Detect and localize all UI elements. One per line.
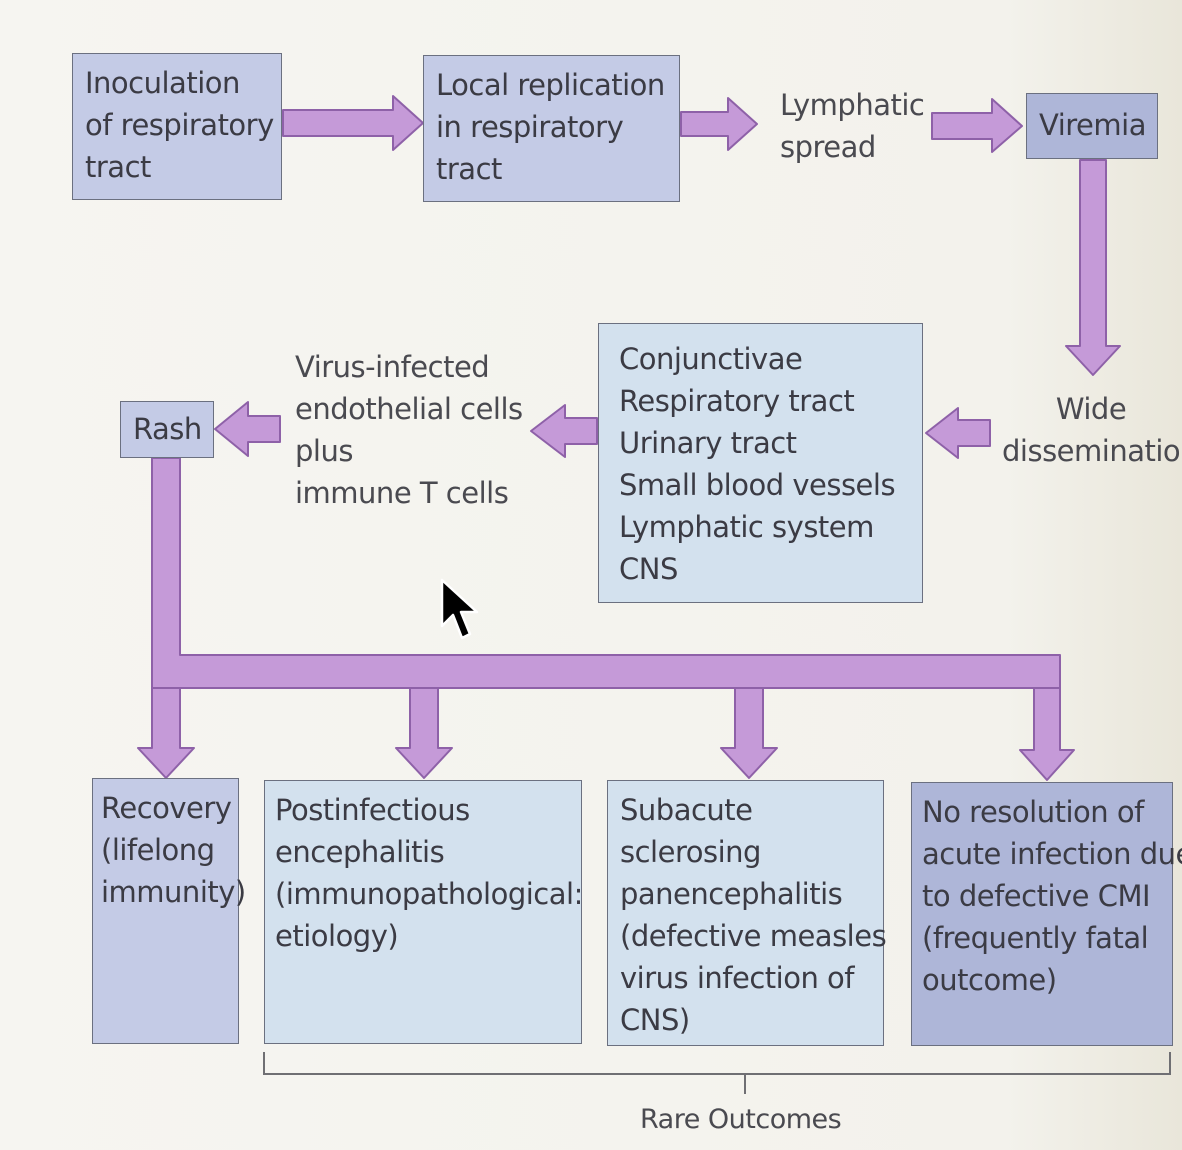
arrow-dissemination-to-sites [925,407,991,459]
box-line: Recovery [101,791,232,825]
label-line: Wide [1055,392,1127,426]
box-line: CNS) [620,1003,690,1037]
box-line: tract [85,150,151,184]
box-line: Postinfectious [275,793,470,827]
box-line: (defective measles [620,919,887,953]
box-line: immunity) [101,875,246,909]
box-line: Small blood vessels [619,468,896,502]
box-line: tract [436,152,502,186]
box-line: Urinary tract [619,426,797,460]
box-line: No resolution of [922,795,1144,829]
box-rash: Rash [120,401,214,458]
box-local-replication: Local replication in respiratory tract [423,55,680,202]
arrow-inoculation-to-replication [282,95,424,151]
box-line: virus infection of [620,961,855,995]
box-line: panencephalitis [620,877,843,911]
arrow-endothelial-to-rash [214,401,281,457]
box-line: etiology) [275,919,399,953]
box-postinfectious-encephalitis: Postinfectious encephalitis (immunopatho… [264,780,583,1044]
box-no-resolution: No resolution of acute infection due to … [911,782,1182,1046]
mouse-pointer-icon [440,578,479,640]
label-line: endothelial cells [295,392,523,426]
arrow-sites-to-endothelial [530,404,598,458]
arrow-replication-to-lymphatic [680,97,758,151]
label-lymphatic-spread: Lymphatic spread [780,84,925,168]
box-line: acute infection due [922,837,1182,871]
rare-outcomes-bracket [263,1052,1171,1075]
box-sites: Conjunctivae Respiratory tract Urinary t… [598,323,923,603]
box-inoculation: Inoculation of respiratory tract [72,53,282,200]
arrow-to-recovery [137,687,195,779]
box-line: Inoculation [85,66,240,100]
box-line: of respiratory [85,108,274,142]
box-viremia: Viremia [1026,93,1158,159]
arrow-viremia-to-dissemination [1065,159,1121,376]
box-line: Rash [133,412,202,446]
box-sspe: Subacute sclerosing panencephalitis (def… [607,780,887,1046]
label-virus-infected-cells: Virus-infected endothelial cells plus im… [295,346,523,514]
label-line: spread [780,130,876,164]
box-line: (frequently fatal [922,921,1149,955]
label-rare-outcomes: Rare Outcomes [640,1104,842,1135]
box-line: CNS [619,552,678,586]
box-line: encephalitis [275,835,445,869]
box-line: Lymphatic system [619,510,874,544]
arrow-to-postinfectious [395,687,453,779]
box-line: Conjunctivae [619,342,803,376]
label-wide-dissemination: Wide dissemination [1002,388,1182,472]
box-line: outcome) [922,963,1057,997]
box-line: in respiratory [436,110,624,144]
box-line: sclerosing [620,835,761,869]
label-line: Lymphatic [780,88,925,122]
box-line: Viremia [1039,108,1146,142]
arrow-to-no-resolution [1019,687,1075,781]
label-line: plus [295,434,353,468]
box-line: (immunopathological: [275,877,583,911]
arrow-lymphatic-to-viremia [931,98,1023,153]
box-line: to defective CMI [922,879,1151,913]
label-line: dissemination [1002,434,1182,468]
label-line: immune T cells [295,476,509,510]
box-recovery: Recovery (lifelong immunity) [92,778,246,1044]
label-line: Virus-infected [295,350,490,384]
box-line: (lifelong [101,833,215,867]
arrow-to-sspe [720,687,778,779]
box-line: Respiratory tract [619,384,855,418]
box-line: Subacute [620,793,753,827]
box-line: Local replication [436,68,665,102]
